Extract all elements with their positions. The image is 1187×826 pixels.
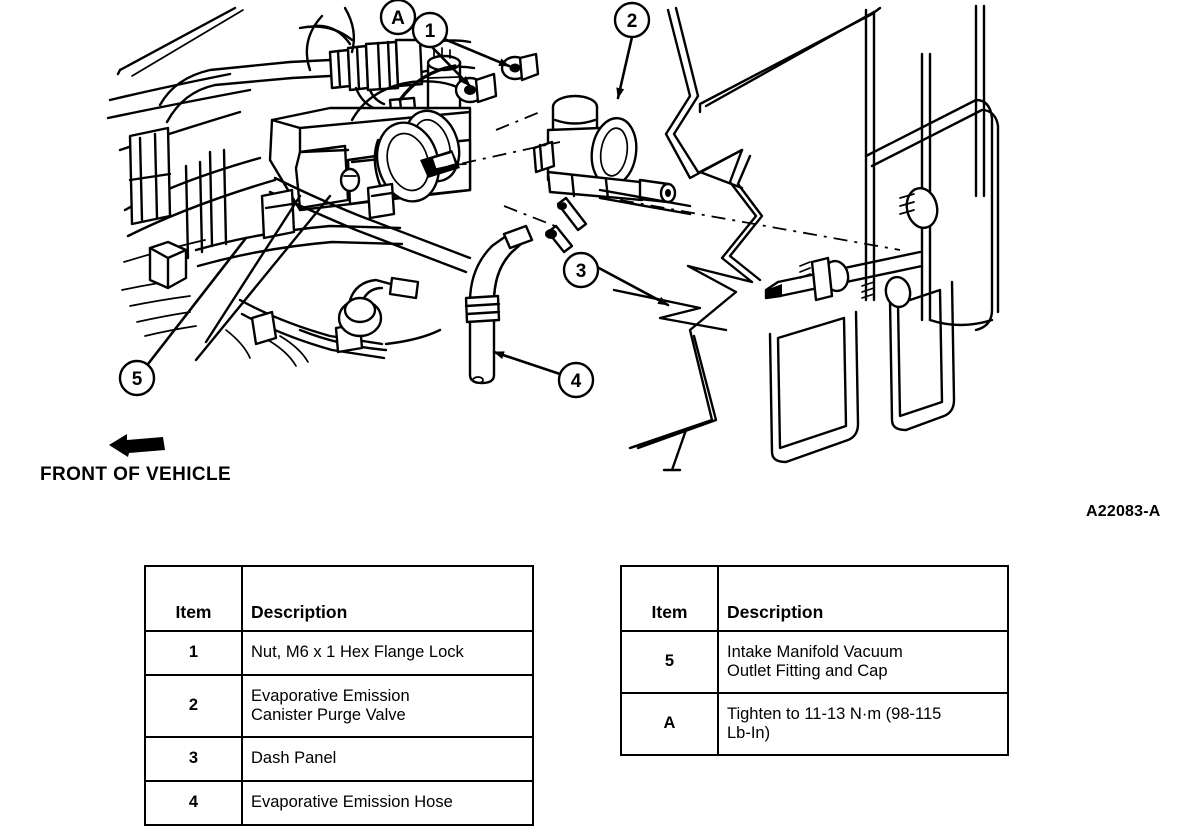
cell-item: 5 bbox=[620, 630, 719, 694]
callout-4-label: 4 bbox=[571, 371, 582, 392]
exploded-view-illustration: .ln{fill:none;stroke:#000;stroke-width:2… bbox=[106, 0, 1000, 472]
header-item: Item bbox=[620, 565, 719, 632]
callout-3: 3 bbox=[562, 251, 600, 289]
callout-1-label: 1 bbox=[425, 21, 436, 42]
callout-4: 4 bbox=[557, 361, 595, 399]
figure-code: A22083-A bbox=[1086, 503, 1161, 520]
table-row: 1 Nut, M6 x 1 Hex Flange Lock bbox=[144, 630, 534, 676]
table-row: 3 Dash Panel bbox=[144, 736, 534, 782]
parts-table-left: Item Description 1 Nut, M6 x 1 Hex Flang… bbox=[144, 565, 534, 826]
cell-item: 2 bbox=[144, 674, 243, 738]
front-of-vehicle-label: FRONT OF VEHICLE bbox=[40, 464, 232, 485]
header-description: Description bbox=[717, 565, 1009, 632]
cell-item: A bbox=[620, 692, 719, 756]
callout-2-label: 2 bbox=[627, 11, 638, 32]
assembly-centerline bbox=[431, 141, 561, 171]
callout-5-label: 5 bbox=[132, 369, 143, 390]
cell-description: Dash Panel bbox=[241, 736, 534, 782]
cell-description: Evaporative Emission Hose bbox=[241, 780, 534, 826]
callout-A-label: A bbox=[391, 8, 405, 29]
callout-5: 5 bbox=[118, 359, 156, 397]
callout-bubbles: A 1 2 3 4 bbox=[118, 0, 651, 399]
table-header-row: Item Description bbox=[620, 565, 1009, 632]
callout-1: 1 bbox=[411, 11, 449, 49]
callout-leader-lines bbox=[146, 34, 670, 376]
callout-A: A bbox=[379, 0, 417, 36]
callout-3-label: 3 bbox=[576, 261, 587, 282]
evaporative-emission-hose bbox=[464, 224, 534, 385]
flange-nut-fasteners bbox=[454, 52, 540, 104]
header-item: Item bbox=[144, 565, 243, 632]
front-of-vehicle-indicator: FRONT OF VEHICLE bbox=[40, 432, 280, 494]
dash-panel-drawing bbox=[612, 4, 1000, 472]
table-header-row: Item Description bbox=[144, 565, 534, 632]
cell-item: 3 bbox=[144, 736, 243, 782]
callout-2: 2 bbox=[613, 1, 651, 39]
cell-description: Nut, M6 x 1 Hex Flange Lock bbox=[241, 630, 534, 676]
left-arrow-icon bbox=[109, 434, 165, 457]
illustration-svg: .ln{fill:none;stroke:#000;stroke-width:2… bbox=[106, 0, 1000, 472]
parts-table-right: Item Description 5 Intake Manifold Vacuu… bbox=[620, 565, 1009, 756]
cell-item: 4 bbox=[144, 780, 243, 826]
purge-valve-assembly bbox=[532, 94, 692, 254]
header-description: Description bbox=[241, 565, 534, 632]
assembly-centerline-4 bbox=[503, 205, 561, 229]
assembly-centerline-2 bbox=[495, 111, 541, 131]
cell-item: 1 bbox=[144, 630, 243, 676]
engine-assembly-drawing bbox=[106, 6, 476, 367]
assembly-centerline-3 bbox=[619, 199, 901, 251]
table-row: 4 Evaporative Emission Hose bbox=[144, 780, 534, 826]
